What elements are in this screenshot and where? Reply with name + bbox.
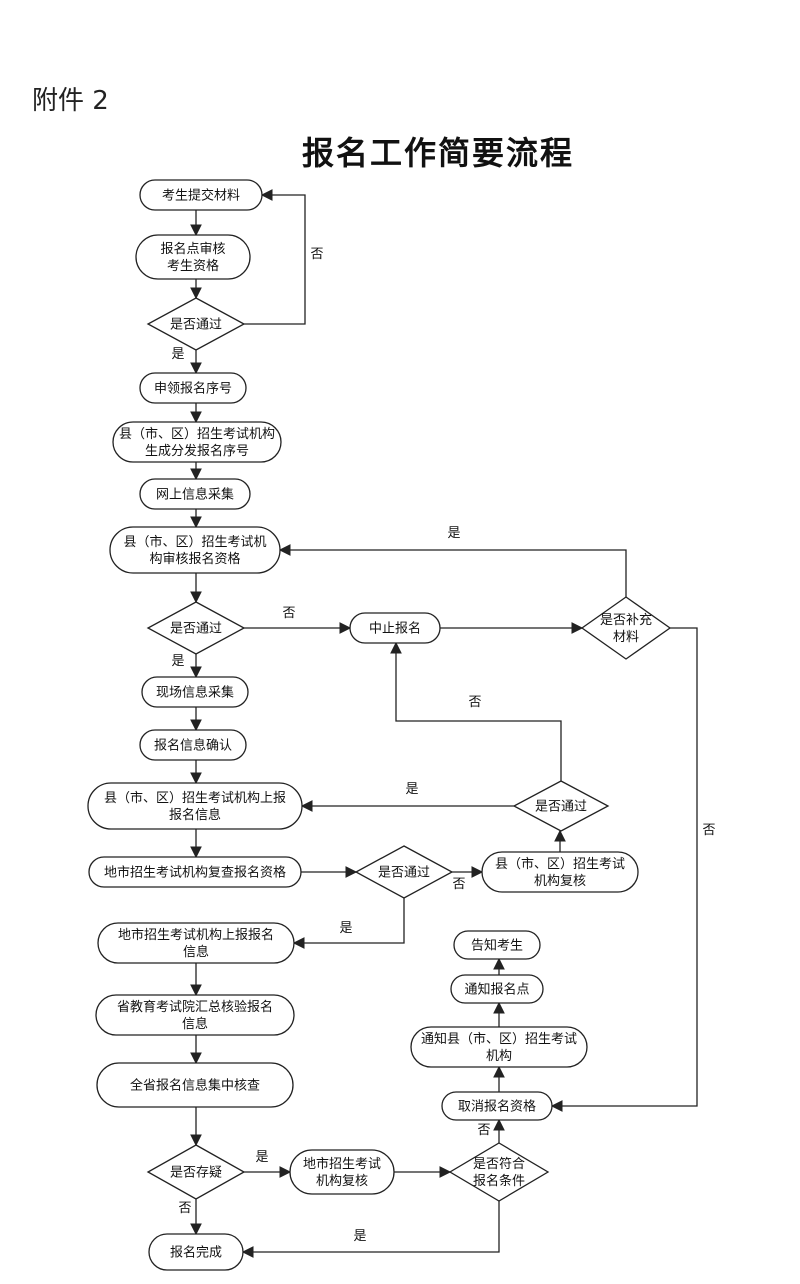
node-text-stop: 中止报名 [369,621,421,637]
node-text-n12: 地市招生考试机构上报报名 [118,927,274,943]
node-text-d5: 是否通过 [378,866,430,881]
node-text-n4: 县（市、区）招生考试机构 [119,426,275,442]
node-text-d3: 材料 [613,630,639,645]
node-text-n10: 地市招生考试机构复查报名资格 [104,865,286,881]
edge-d3-n6 [278,544,627,597]
node-text-n9: 报名信息 [169,807,221,823]
edge-label-e-d7-yes: 是 [353,1229,366,1244]
node-text-n9: 县（市、区）招生考试机构上报 [104,790,286,806]
process-n18: 通知县（市、区）招生考试机构 [410,1026,588,1068]
node-text-d7: 是否符合 [473,1156,525,1172]
edge-label-e-d2-no: 否 [282,606,295,621]
edge-d7-n16 [241,1201,500,1258]
process-n20: 告知考生 [453,930,541,960]
process-n10: 地市招生考试机构复查报名资格 [88,856,302,888]
decision-d2: 是否通过 [146,601,246,655]
node-text-n15: 机构复核 [316,1174,368,1189]
node-text-n12: 信息 [183,944,209,960]
process-n8: 报名信息确认 [139,729,247,761]
node-text-d2: 是否通过 [170,622,222,637]
edge-d1-n1 [244,189,306,325]
node-text-n14: 全省报名信息集中核查 [130,1078,260,1094]
node-text-d4: 是否通过 [535,800,587,815]
node-text-n16: 报名完成 [170,1245,222,1261]
node-text-n17: 取消报名资格 [458,1099,536,1115]
edge-label-e-d5-yes: 是 [339,921,352,936]
process-n5: 网上信息采集 [139,478,251,510]
decision-d5: 是否通过 [354,845,454,899]
process-n7: 现场信息采集 [141,676,249,708]
process-n3: 申领报名序号 [139,372,247,404]
process-stop: 中止报名 [349,612,441,644]
node-text-n1: 考生提交材料 [162,188,240,204]
node-text-n6: 县（市、区）招生考试机 [123,534,266,550]
node-text-n18: 机构 [486,1049,512,1064]
edge-label-e-d3-no: 否 [702,823,715,838]
edge-label-e-d1-yes: 是 [171,347,184,362]
node-text-n18: 通知县（市、区）招生考试 [421,1031,577,1047]
node-text-n8: 报名信息确认 [154,738,232,754]
attachment-label: 附件 2 [32,86,109,116]
edge-d3-n17 [550,627,698,1112]
node-text-n4: 生成分发报名序号 [145,443,249,459]
node-text-d7: 报名条件 [473,1173,525,1189]
node-text-n13: 信息 [182,1016,208,1032]
decision-d6: 是否存疑 [146,1144,246,1200]
edge-d4-stop [390,641,562,781]
node-text-n11: 县（市、区）招生考试 [495,856,625,872]
edge-label-e-d6-yes: 是 [255,1150,268,1165]
node-text-n19: 通知报名点 [464,982,529,998]
node-text-n13: 省教育考试院汇总核验报名 [117,999,273,1015]
edge-label-e-d3-yes: 是 [447,526,460,541]
node-text-n2: 考生资格 [167,258,219,274]
node-text-n20: 告知考生 [471,938,523,954]
process-n14: 全省报名信息集中核查 [96,1062,294,1108]
node-text-n2: 报名点审核 [160,241,225,257]
edge-label-e-d5-no: 否 [452,877,465,892]
node-text-d3: 是否补充 [600,612,652,628]
node-text-d1: 是否通过 [170,318,222,333]
edge-d5-n12 [292,898,405,949]
process-n16: 报名完成 [148,1233,244,1271]
node-text-n11: 机构复核 [534,874,586,889]
process-n17: 取消报名资格 [441,1091,553,1121]
edge-label-e-d1-no: 否 [310,247,323,262]
edge-label-e-d2-yes: 是 [171,654,184,669]
decision-d1: 是否通过 [146,297,246,351]
edge-label-e-d4-no: 否 [468,695,481,710]
edge-label-e-d7-no: 否 [477,1123,490,1138]
decision-d4: 是否通过 [512,780,610,832]
node-text-n7: 现场信息采集 [156,685,234,701]
node-text-n5: 网上信息采集 [156,487,234,503]
edge-label-e-d6-no: 否 [178,1201,191,1216]
node-text-n15: 地市招生考试 [303,1156,381,1172]
diagram-title: 报名工作简要流程 [301,134,574,172]
edge-label-e-d4-yes: 是 [405,782,418,797]
node-text-n3: 申领报名序号 [154,381,232,397]
process-n1: 考生提交材料 [139,179,263,211]
node-text-d6: 是否存疑 [170,1165,222,1181]
process-n19: 通知报名点 [450,974,544,1004]
node-text-n6: 构审核报名资格 [149,551,240,567]
